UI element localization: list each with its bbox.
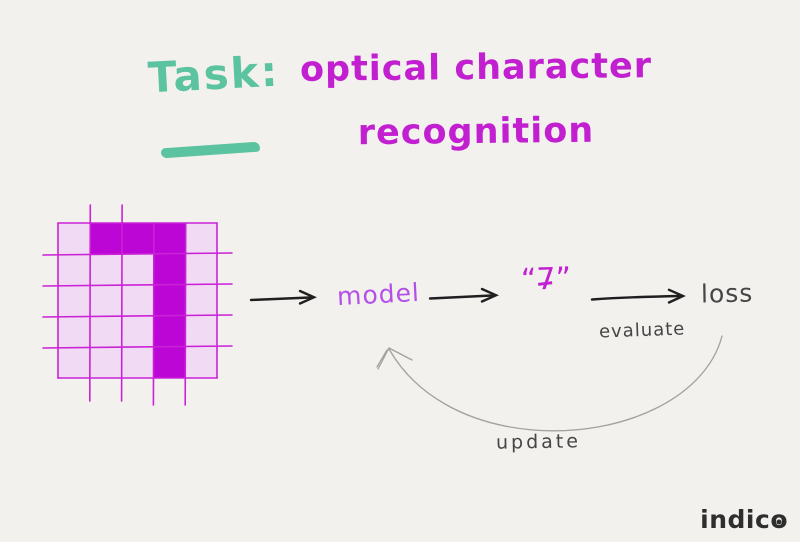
grid-cell-empty <box>58 254 90 285</box>
grid-line <box>152 222 155 406</box>
grid-cell-empty <box>185 254 217 285</box>
prediction-digit: 7 <box>535 261 557 298</box>
update-arrow-curve <box>376 335 723 432</box>
grid-cell-empty <box>185 285 217 316</box>
grid-cell-empty <box>185 223 217 254</box>
task-underline-stroke <box>160 141 261 159</box>
grid-cell-empty <box>58 223 90 254</box>
evaluate-label: evaluate <box>598 318 686 343</box>
indico-logo-o-dot-icon: o <box>770 505 788 534</box>
grid-cell-empty <box>121 316 154 347</box>
grid-cell-empty <box>89 347 122 378</box>
page-title-line1: optical character <box>299 46 653 90</box>
grid-cell-filled <box>153 347 186 378</box>
digit-pixel-grid <box>42 204 233 406</box>
grid-cell-filled <box>153 254 186 285</box>
grid-line <box>184 222 187 406</box>
flow-arrow-evaluate <box>590 288 686 304</box>
prediction-close-quote: ” <box>555 261 572 297</box>
grid-line <box>42 283 233 287</box>
grid-line <box>88 204 92 402</box>
prediction-open-quote: “ <box>520 262 538 298</box>
prediction-label: “7” <box>520 261 571 298</box>
task-label: Task: <box>146 46 281 103</box>
grid-cell-filled <box>121 223 154 254</box>
grid-cell-empty <box>58 316 90 347</box>
grid-cell-filled <box>153 316 186 347</box>
grid-cell-empty <box>58 285 90 316</box>
flow-arrow-model-to-prediction <box>428 287 499 303</box>
grid-cell-filled <box>153 223 186 254</box>
grid-cell-filled <box>153 285 186 316</box>
grid-cell-empty <box>121 285 154 316</box>
grid-cell-empty <box>58 347 90 378</box>
indico-logo: indico <box>700 505 788 534</box>
grid-cell-empty <box>121 254 154 285</box>
grid-line <box>42 252 233 256</box>
model-label: model <box>336 277 421 312</box>
grid-cell-empty <box>89 254 122 285</box>
grid-cell-empty <box>89 316 122 347</box>
grid-line <box>42 314 233 318</box>
grid-cell-empty <box>185 347 217 378</box>
grid-line <box>42 345 233 349</box>
grid-cell-empty <box>185 316 217 347</box>
page-title-line2: recognition <box>357 110 595 154</box>
grid-cell-empty <box>89 285 122 316</box>
grid-cell-empty <box>121 347 154 378</box>
indico-logo-text: indic <box>700 505 771 534</box>
loss-label: loss <box>700 278 754 309</box>
flow-arrow-input-to-model <box>249 289 317 305</box>
grid-cell-filled <box>89 223 122 254</box>
grid-line <box>120 204 123 402</box>
update-label: update <box>495 430 582 454</box>
